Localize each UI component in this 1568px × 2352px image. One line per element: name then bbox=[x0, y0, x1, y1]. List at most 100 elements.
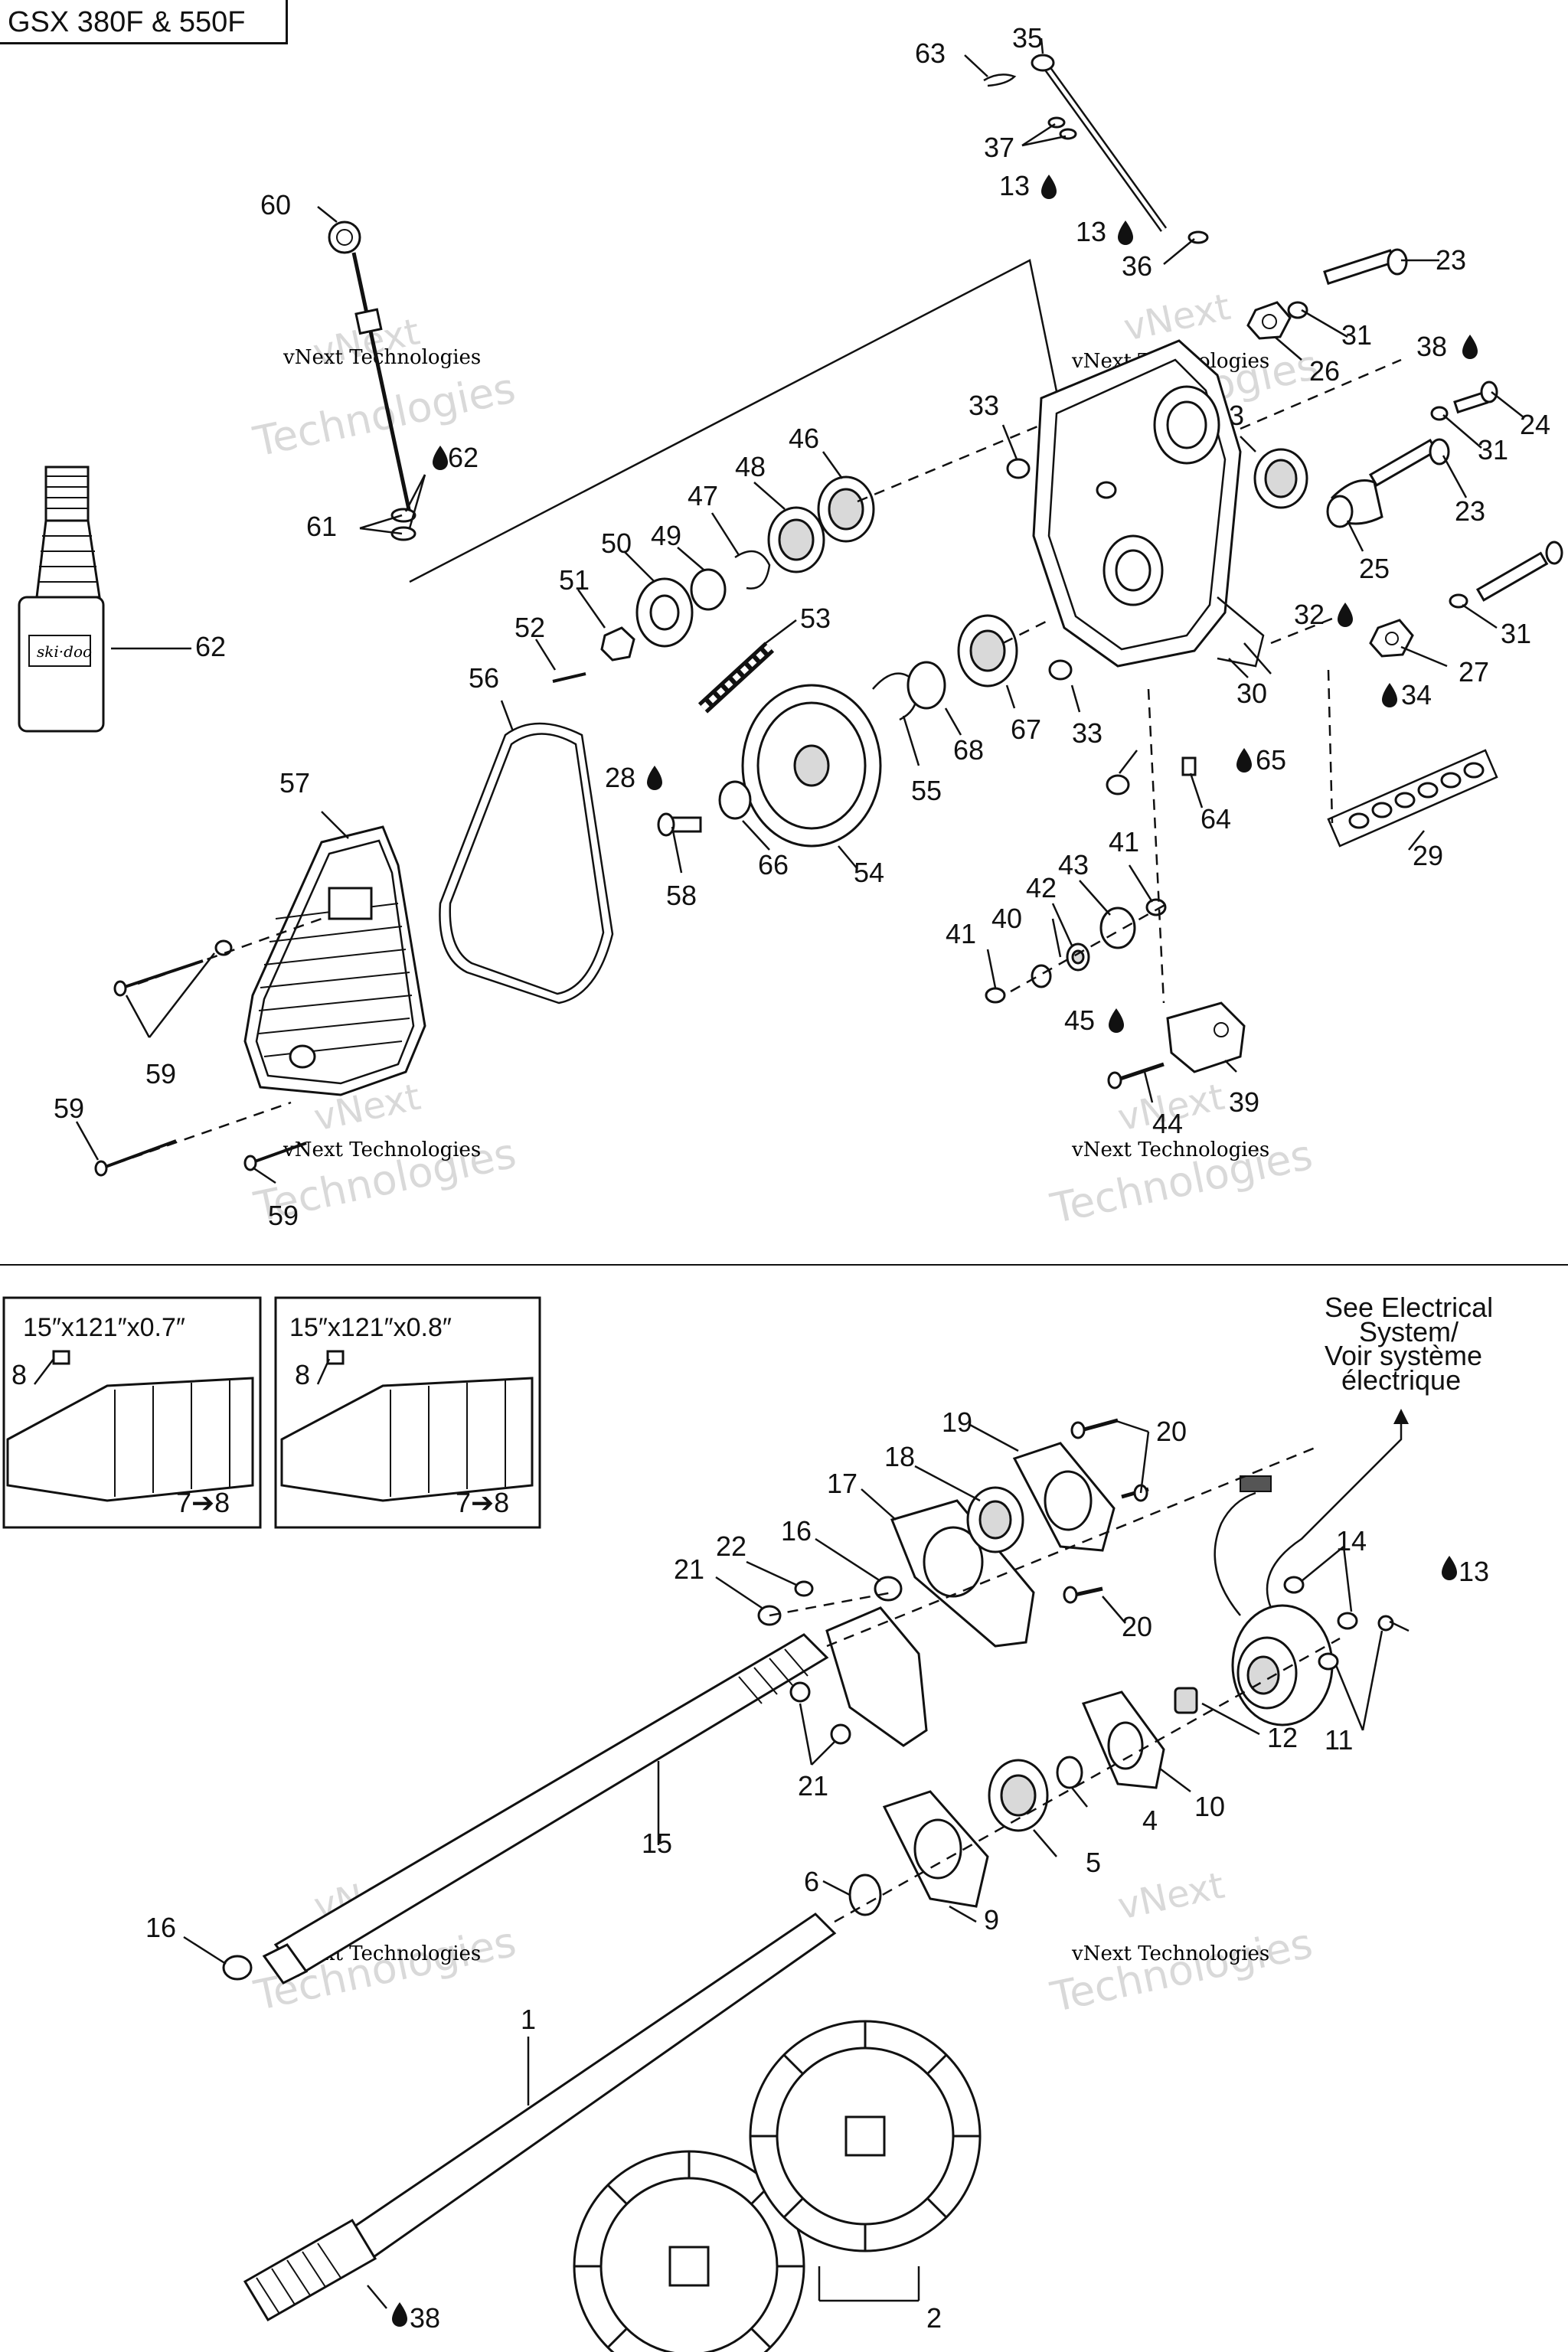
part-66-spacer bbox=[718, 780, 752, 820]
part-41-washer bbox=[985, 987, 1006, 1004]
callout: 15 bbox=[642, 1828, 672, 1859]
callout: 24 bbox=[1520, 409, 1550, 440]
drop-icon-group bbox=[392, 1556, 1457, 2327]
part-33-nut bbox=[1006, 458, 1031, 479]
callout: 68 bbox=[953, 734, 984, 766]
leader-lines-bottom bbox=[34, 1358, 1410, 2309]
callout: 13 bbox=[1459, 1556, 1489, 1587]
svg-text:System/: System/ bbox=[1359, 1316, 1459, 1348]
callout: 59 bbox=[54, 1093, 84, 1124]
svg-text:électrique: électrique bbox=[1341, 1364, 1461, 1396]
part-19-flange bbox=[1012, 1442, 1116, 1552]
part-4-circlip bbox=[1056, 1756, 1083, 1789]
callout: 51 bbox=[559, 564, 590, 596]
assembly-guide-line bbox=[409, 259, 1066, 583]
callout: 42 bbox=[1026, 872, 1057, 903]
assembly-dash bbox=[1327, 669, 1334, 824]
callout: 9 bbox=[984, 1904, 999, 1936]
inset-label: 15″x121″x0.7″ bbox=[23, 1313, 185, 1342]
callout: 59 bbox=[268, 1200, 299, 1231]
callout: 27 bbox=[1459, 656, 1489, 688]
part-53-chain bbox=[697, 642, 775, 714]
drop-icon bbox=[1382, 683, 1397, 707]
part-20-bolt bbox=[1063, 1586, 1103, 1604]
callout: 32 bbox=[1294, 599, 1325, 630]
callout: 33 bbox=[1072, 717, 1102, 749]
drop-icon bbox=[1462, 335, 1478, 359]
part-42-bearing bbox=[1066, 942, 1090, 972]
part-49-spacer bbox=[690, 568, 727, 611]
part-5-bearing bbox=[988, 1759, 1049, 1832]
svg-text:Voir système: Voir système bbox=[1325, 1340, 1482, 1371]
callout: 33 bbox=[969, 390, 999, 421]
callout: 5 bbox=[1086, 1847, 1101, 1878]
part-31-washer bbox=[1430, 406, 1449, 421]
callout: 55 bbox=[911, 775, 942, 806]
track-inset-2: 15″x121″x0.8″ bbox=[274, 1296, 541, 1529]
part-64-dowel bbox=[1181, 756, 1197, 776]
callout: 53 bbox=[800, 603, 831, 634]
page-title: GSX 380F & 550F bbox=[0, 0, 288, 44]
assembly-dash bbox=[769, 1591, 893, 1617]
part-14-nut bbox=[1337, 1612, 1358, 1630]
callout: 56 bbox=[469, 662, 499, 694]
part-8-clip bbox=[326, 1350, 345, 1365]
drop-icon-group bbox=[433, 175, 1478, 1033]
svg-text:ski·doo: ski·doo bbox=[37, 642, 92, 661]
drop-icon bbox=[1109, 1008, 1124, 1033]
assembly-dash bbox=[1010, 902, 1168, 993]
part-31-washer bbox=[1287, 301, 1308, 319]
part-2-drive-sprocket bbox=[573, 2150, 805, 2352]
callout: 8 bbox=[11, 1359, 27, 1390]
part-11-washer bbox=[1318, 1652, 1339, 1671]
part-29-shim-set bbox=[1327, 749, 1498, 848]
part-30-chaincase bbox=[1032, 339, 1265, 668]
callout: 58 bbox=[666, 880, 697, 911]
part-lower-bolt bbox=[1475, 541, 1563, 602]
watermark-text: vNext bbox=[1114, 1864, 1228, 1929]
callout: 23 bbox=[1436, 244, 1466, 276]
callouts-bottom: 19 20 18 17 16 22 21 20 21 15 14 13 11 1… bbox=[145, 1406, 1489, 2334]
assembly-dash bbox=[834, 1637, 1341, 1923]
part-8-clip bbox=[52, 1350, 70, 1365]
inset-label: 15″x121″x0.8″ bbox=[289, 1313, 452, 1342]
callout: 7➔8 bbox=[456, 1487, 509, 1518]
callout: 19 bbox=[942, 1406, 972, 1438]
part-23-bolt bbox=[1323, 248, 1408, 286]
callout: 7➔8 bbox=[176, 1487, 230, 1518]
electrical-note: See Electrical System/ Voir système élec… bbox=[1266, 1292, 1493, 1609]
track-inset-1: 15″x121″x0.7″ bbox=[2, 1296, 262, 1529]
part-housing-casting bbox=[825, 1606, 928, 1747]
callout: 21 bbox=[674, 1553, 704, 1585]
callout: 49 bbox=[651, 520, 681, 551]
callout: 31 bbox=[1478, 434, 1508, 466]
part-61-oring bbox=[390, 508, 416, 523]
callout: 26 bbox=[1309, 355, 1340, 387]
part-17-bearing-housing bbox=[890, 1499, 1035, 1648]
callout: 31 bbox=[1341, 319, 1372, 351]
callout: 41 bbox=[1109, 826, 1139, 858]
watermark-small: vNext Technologies bbox=[283, 346, 481, 369]
part-47-circlip bbox=[734, 550, 771, 590]
part-56-gasket-inner bbox=[449, 733, 605, 995]
part-10-plate bbox=[1081, 1690, 1165, 1789]
callout: 29 bbox=[1413, 840, 1443, 871]
part-50-sprocket bbox=[635, 577, 694, 648]
callout: 1 bbox=[521, 2004, 536, 2035]
callout: 3 bbox=[1229, 400, 1244, 431]
drop-icon bbox=[1041, 175, 1057, 199]
assembly-dash bbox=[114, 1101, 292, 1165]
part-14-nut bbox=[1283, 1576, 1305, 1594]
part-56-gasket bbox=[439, 722, 614, 1004]
part-63-clip bbox=[983, 74, 1017, 87]
assembly-dash bbox=[137, 917, 322, 985]
callout: 14 bbox=[1336, 1525, 1367, 1557]
part-12-gear bbox=[1174, 1687, 1198, 1714]
callout: 12 bbox=[1267, 1722, 1298, 1753]
callout: 60 bbox=[260, 189, 291, 220]
part-67-bearing bbox=[957, 614, 1018, 688]
callout: 47 bbox=[688, 480, 718, 511]
callout: 13 bbox=[999, 170, 1030, 201]
drop-icon bbox=[647, 766, 662, 790]
assembly-dash bbox=[1147, 688, 1165, 1004]
